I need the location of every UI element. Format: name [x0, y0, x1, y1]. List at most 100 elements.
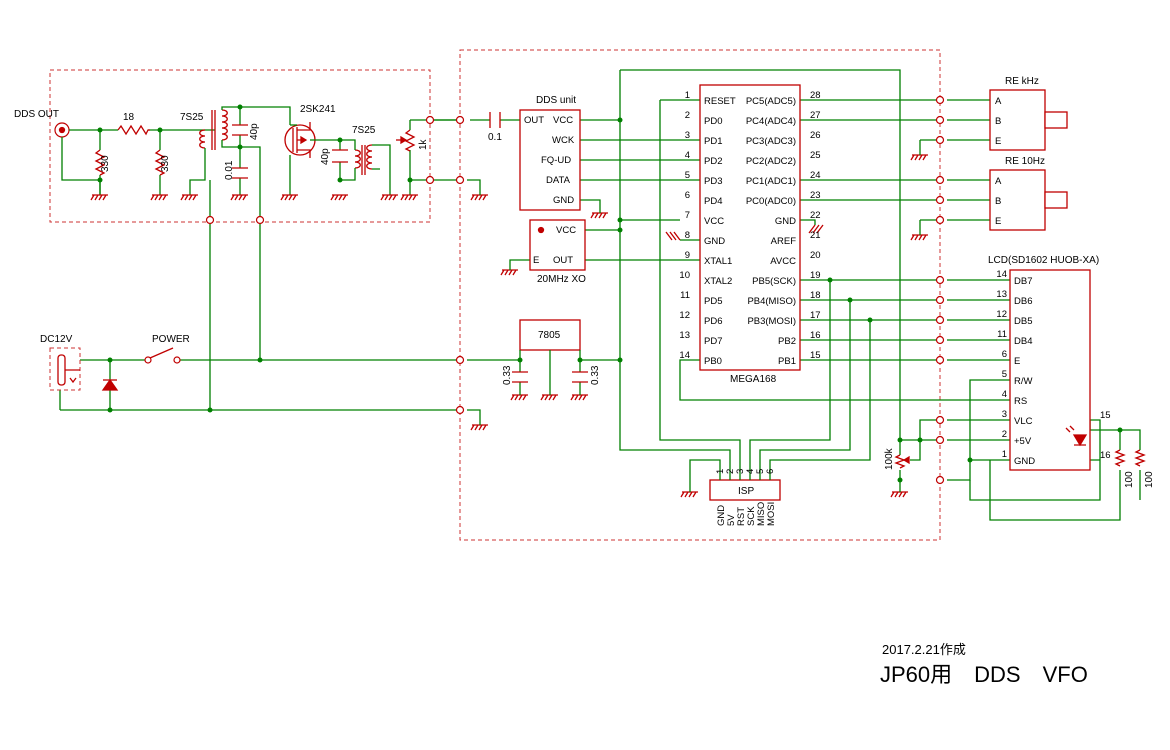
mcu-pin-name-right: PB4(MISO): [747, 296, 796, 307]
isp-pin-num: 4: [745, 469, 756, 474]
c033a-label: 0.33: [502, 365, 513, 385]
r100b-label: 100: [1144, 471, 1155, 488]
mcu-pin-name-left: PD4: [704, 196, 722, 207]
dds-pin-gnd: GND: [553, 195, 574, 206]
transformer-7s25-b-primary: [354, 149, 361, 169]
power-switch: [149, 347, 174, 359]
transformer-7s25-a-primary: [199, 129, 206, 149]
mcu-pin-num-left: 13: [679, 330, 690, 341]
lcd-pin-name: DB4: [1014, 336, 1032, 347]
vr1k-label: 1k: [418, 138, 429, 150]
lcd-pin-name: GND: [1014, 456, 1035, 467]
isp-pin-name: RST: [736, 507, 747, 526]
dds-pin-wck: WCK: [552, 135, 575, 146]
junction-dots: [97, 104, 1123, 483]
regulator-7805: 7805 0.33 0.33: [502, 319, 601, 395]
mcu-pin-num-right: 24: [810, 170, 821, 181]
crystal-oscillator: VCC E OUT 20MHz XO: [529, 219, 586, 285]
lcd-pin-num: 3: [1002, 409, 1007, 420]
xo-pin-vcc: VCC: [556, 225, 576, 236]
mcu-pin-name-right: PB2: [778, 336, 796, 347]
dc-jack: [57, 354, 66, 386]
wiring: [59, 69, 1141, 521]
lcd-pin-num: 12: [996, 309, 1007, 320]
r330a-label: 330: [100, 155, 111, 172]
isp-pin-num: 1: [715, 469, 726, 474]
xo-pin-e: E: [533, 255, 539, 266]
lcd-module: LCD(SD1602 HUOB-XA) 15 16 14DB713DB612DB…: [988, 255, 1111, 471]
mcu-pin-num-left: 9: [685, 250, 690, 261]
mcu-pin-name-left: PD0: [704, 116, 722, 127]
mcu-pin-num-right: 25: [810, 150, 821, 161]
mcu-pin-name-right: PC0(ADC0): [746, 196, 796, 207]
rf-section: DDS OUT 18 330 330 7S25 40p 0.01 2SK241: [14, 104, 460, 360]
mcu-pin-num-left: 6: [685, 190, 690, 201]
mcu-pin-name-left: PD5: [704, 296, 722, 307]
lcd-pin-name: +5V: [1014, 436, 1032, 447]
lcd-pin-num: 4: [1002, 389, 1007, 400]
dc-jack-border: [49, 347, 81, 391]
backlight-led: [1072, 434, 1088, 447]
lcd-pin-name: VLC: [1014, 416, 1033, 427]
terminals: [205, 95, 945, 485]
mcu-pin-num-left: 11: [680, 290, 690, 301]
protection-diode: [101, 378, 119, 391]
mcu-pin-num-right: 27: [810, 110, 821, 121]
encoder-pin-label: E: [995, 136, 1001, 147]
fet-label: 2SK241: [300, 104, 336, 115]
mcu-pin-name-right: PB3(MOSI): [747, 316, 796, 327]
r100a-label: 100: [1124, 471, 1135, 488]
isp-pin-name: MISO: [756, 502, 767, 526]
vr-100k: 100k: [884, 447, 910, 470]
mcu-pin-num-right: 16: [810, 330, 821, 341]
encoder-pin-label: B: [995, 116, 1001, 127]
c40p-b-label: 40p: [320, 148, 331, 165]
lcd-pin-16: 16: [1100, 450, 1111, 461]
cap-001: [232, 167, 248, 179]
lcd-label: LCD(SD1602 HUOB-XA): [988, 255, 1099, 266]
dds-pin-vcc: VCC: [553, 115, 573, 126]
mcu-pin-num-right: 19: [810, 270, 821, 281]
mcu-pin-name-left: GND: [704, 236, 725, 247]
mcu-pin-num-right: 26: [810, 130, 821, 141]
mcu-pin-name-left: PD7: [704, 336, 722, 347]
lcd-pin-num: 6: [1002, 349, 1007, 360]
re-10hz-label: RE 10Hz: [1005, 156, 1045, 167]
mcu-pin-name-right: PB1: [778, 356, 796, 367]
isp-pin-num: 2: [725, 469, 736, 474]
lcd-pin-name: RS: [1014, 396, 1027, 407]
reg-label: 7805: [538, 330, 561, 341]
mcu-pin-num-left: 4: [685, 150, 690, 161]
mcu-pin-name-left: XTAL1: [704, 256, 732, 267]
power-switch-contact-b: [173, 356, 181, 364]
isp-pin-num: 5: [755, 469, 766, 474]
mcu-mega168: MEGA168 1RESET2PD03PD14PD25PD36PD47VCC8G…: [679, 84, 821, 385]
mcu-pin-name-left: PD3: [704, 176, 722, 187]
dds-out-label: DDS OUT: [14, 109, 59, 120]
mcu-pin-name-right: PB5(SCK): [752, 276, 796, 287]
encoder-pin-label: E: [995, 216, 1001, 227]
transformer-7s25-a-secondary: [221, 109, 228, 141]
resistor-330-a: [94, 149, 106, 176]
mcu-pin-num-right: 28: [810, 90, 821, 101]
lcd-pin-name: E: [1014, 356, 1020, 367]
mcu-pin-name-right: PC4(ADC4): [746, 116, 796, 127]
mcu-pin-name-left: PD2: [704, 156, 722, 167]
xo-label: 20MHz XO: [537, 274, 586, 285]
c01-label: 0.1: [488, 132, 502, 143]
re-10hz-box: [989, 169, 1046, 231]
power-switch-contact-a: [144, 356, 152, 364]
mcu-pin-name-left: PD6: [704, 316, 722, 327]
mcu-box: [699, 84, 801, 371]
cap-0-1: 0.1: [488, 112, 502, 143]
dds-unit-title: DDS unit: [536, 95, 576, 106]
page-title: JP60用 DDS VFO: [880, 662, 1088, 687]
encoder-pin-label: B: [995, 196, 1001, 207]
mcu-pin-num-left: 3: [685, 130, 690, 141]
isp-pin-num: 3: [735, 469, 746, 474]
encoder-pin-label: A: [995, 96, 1002, 107]
mcu-pin-name-right: GND: [775, 216, 796, 227]
rotary-encoder-khz: RE kHz ABE: [989, 76, 1068, 151]
